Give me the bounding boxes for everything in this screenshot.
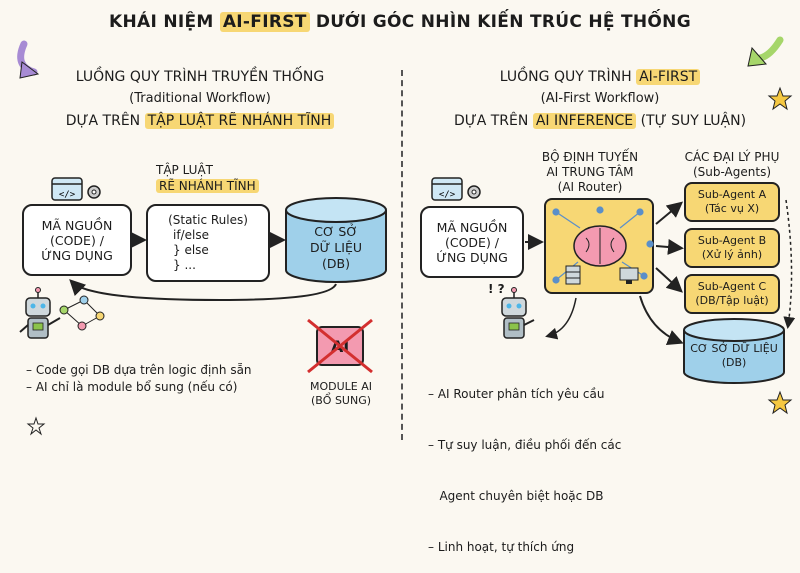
cross-icon	[307, 318, 373, 374]
right-db-cylinder	[683, 318, 785, 384]
code-window-icon: </>	[51, 177, 83, 201]
star-icon	[26, 416, 46, 436]
left-flow-arrows	[69, 232, 337, 302]
server-icon	[619, 267, 639, 284]
sub-agent-b: Sub-Agent B(Xử lý ảnh)	[684, 228, 780, 268]
left-robot-icon	[19, 287, 105, 339]
brain-icon	[573, 225, 627, 267]
section-divider	[401, 70, 403, 440]
gear-icon	[467, 185, 481, 199]
decorations	[17, 36, 793, 436]
svg-text:</>: </>	[59, 190, 76, 200]
right-bullets: – AI Router phân tích yêu cầu – Tự suy l…	[428, 387, 622, 554]
rules-box: (Static Rules) if/else } else } ...	[146, 204, 270, 282]
page-title: KHÁI NIỆM AI-FIRST DƯỚI GÓC NHÌN KIẾN TR…	[109, 12, 691, 32]
svg-text:</>: </>	[439, 190, 456, 200]
right-db-label: CƠ SỞ DỮ LIỆU(DB)	[690, 342, 778, 369]
curved-arrow-icon	[17, 40, 40, 79]
ai-router-graphic	[552, 206, 654, 285]
robot-marks: ! ?	[488, 282, 505, 296]
right-code-box: MÃ NGUỒN(CODE) /ỨNG DỤNG	[420, 206, 524, 278]
right-heading: LUỒNG QUY TRÌNH AI-FIRST (AI-First Workf…	[453, 69, 747, 129]
sub-agent-a: Sub-Agent A(Tác vụ X)	[684, 182, 780, 222]
ai-module-label: MODULE AI(BỔ SUNG)	[309, 380, 372, 407]
server-icon	[565, 265, 581, 285]
left-heading: LUỒNG QUY TRÌNH TRUYỀN THỐNG (Traditiona…	[10, 66, 390, 132]
network-icon	[552, 206, 654, 284]
left-icons: </>	[51, 177, 101, 201]
curved-arrow-icon	[747, 36, 784, 67]
code-window-icon: </>	[431, 177, 463, 201]
star-icon	[767, 86, 793, 111]
right-flow-arrows	[525, 199, 796, 345]
sub-agent-c: Sub-Agent C(DB/Tập luật)	[684, 274, 780, 314]
left-db-cylinder	[285, 197, 387, 283]
rules-label: TẬP LUẬT RẼ NHÁNH TĨNH	[156, 162, 266, 194]
left-bullets: – Code gọi DB dựa trên logic định sẵn – …	[26, 363, 252, 394]
right-robot-icon	[501, 287, 535, 339]
right-icons: </>	[431, 177, 481, 201]
network-icon	[59, 295, 105, 331]
star-icon	[767, 390, 793, 415]
gear-icon	[87, 185, 101, 199]
agents-label: CÁC ĐẠI LÝ PHỤ(Sub-Agents)	[684, 150, 780, 179]
